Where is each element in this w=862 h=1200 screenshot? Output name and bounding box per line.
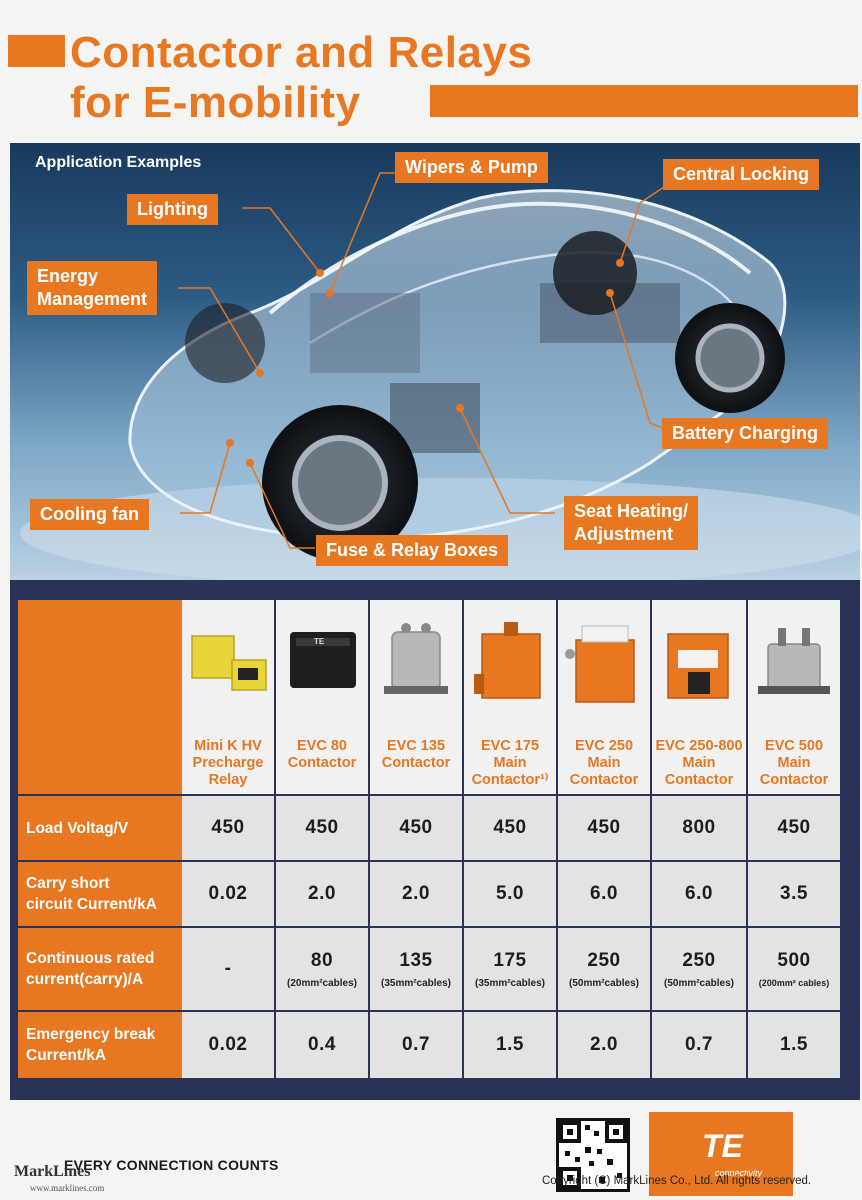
- te-logo-sub: connectivity: [715, 1168, 763, 1178]
- value-cell: 1.5: [748, 1012, 840, 1078]
- product-column: EVC 500 Main Contactor: [748, 600, 840, 794]
- value-cell: 2.0: [370, 862, 462, 926]
- value-cell: 450: [558, 796, 650, 860]
- value-cell: 450: [748, 796, 840, 860]
- product-name: EVC 500 Main Contactor: [759, 738, 829, 788]
- row-label-continuous-current: Continuous rated current(carry)/A: [18, 928, 188, 1010]
- product-column: EVC 135 Contactor: [370, 600, 462, 794]
- table-corner: [18, 600, 188, 794]
- product-name: EVC 175 Main Contactor¹⁾: [471, 738, 549, 788]
- silver-contactor-icon: [384, 623, 448, 694]
- value-cell: 0.02: [182, 1012, 274, 1078]
- watermark-url: www.marklines.com: [30, 1183, 105, 1193]
- black-contactor-icon: TE: [290, 632, 356, 688]
- te-logo: TE: [702, 1128, 743, 1164]
- silver-contactor-icon: [758, 628, 830, 694]
- callout-lighting: Lighting: [127, 194, 218, 225]
- row-label-short-circuit: Carry short circuit Current/kA: [18, 862, 188, 926]
- callout-seat-heating: Seat Heating/ Adjustment: [564, 496, 699, 550]
- product-column: EVC 250-800 Main Contactor: [652, 600, 746, 794]
- value-cell: 450: [464, 796, 556, 860]
- callout-fuse-relay-boxes: Fuse & Relay Boxes: [316, 535, 509, 566]
- value-cell: 1.5: [464, 1012, 556, 1078]
- value-cell: 0.02: [182, 862, 274, 926]
- qr-code-icon[interactable]: [556, 1118, 630, 1192]
- value-cell: 80(20mm²cables): [276, 928, 368, 1010]
- car-illustration: [20, 172, 860, 580]
- value-cell: 0.7: [652, 1012, 746, 1078]
- value-cell: 250(50mm²cables): [558, 928, 650, 1010]
- page-title-line1: Contactor and Relays: [70, 28, 533, 77]
- product-name: EVC 80 Contactor: [287, 738, 357, 771]
- value-cell: 6.0: [652, 862, 746, 926]
- yellow-relay-icon: [191, 635, 267, 691]
- value-cell: 3.5: [748, 862, 840, 926]
- value-cell: 450: [182, 796, 274, 860]
- application-scene: Application Examples Wipers & Pump Centr…: [10, 143, 860, 580]
- value-cell: 175(35mm²cables): [464, 928, 556, 1010]
- row-label-emergency-break: Emergency break Current/kA: [18, 1012, 188, 1078]
- watermark-logo: MarkLines: [14, 1163, 91, 1180]
- callout-battery-charging: Battery Charging: [662, 418, 829, 449]
- product-column: EVC 250 Main Contactor: [558, 600, 650, 794]
- title-accent-bar: [430, 85, 858, 117]
- value-cell: 800: [652, 796, 746, 860]
- orange-contactor-icon: [565, 625, 635, 703]
- svg-text:TE: TE: [314, 637, 325, 646]
- callout-cooling-fan: Cooling fan: [30, 499, 149, 530]
- callout-wipers-pump: Wipers & Pump: [395, 152, 548, 183]
- value-cell: 450: [276, 796, 368, 860]
- product-name: EVC 250-800 Main Contactor: [655, 738, 743, 788]
- value-cell: 2.0: [558, 1012, 650, 1078]
- row-label-load-voltage: Load Voltag/V: [18, 796, 188, 860]
- product-column: TE EVC 80 Contactor: [276, 600, 368, 794]
- page-title-line2: for E-mobility: [70, 78, 361, 127]
- value-cell: 250(50mm²cables): [652, 928, 746, 1010]
- value-cell: 450: [370, 796, 462, 860]
- value-cell: -: [182, 928, 274, 1010]
- slogan: EVERY CONNECTION COUNTS: [64, 1157, 279, 1173]
- callout-central-locking: Central Locking: [663, 159, 820, 190]
- product-column: Mini K HV Precharge Relay: [182, 600, 274, 794]
- value-cell: 0.4: [276, 1012, 368, 1078]
- product-name: EVC 250 Main Contactor: [569, 738, 639, 788]
- value-cell: 135(35mm²cables): [370, 928, 462, 1010]
- spec-table: Mini K HV Precharge Relay TE EVC 80 Cont…: [10, 580, 860, 1100]
- product-column: EVC 175 Main Contactor¹⁾: [464, 600, 556, 794]
- product-name: Mini K HV Precharge Relay: [192, 738, 264, 788]
- value-cell: 500(200mm² cables): [748, 928, 840, 1010]
- value-cell: 0.7: [370, 1012, 462, 1078]
- brand-box: [649, 1112, 793, 1196]
- product-name: EVC 135 Contactor: [381, 738, 451, 771]
- orange-contactor-icon: [667, 633, 729, 699]
- value-cell: 5.0: [464, 862, 556, 926]
- scene-heading: Application Examples: [35, 154, 202, 171]
- value-cell: 6.0: [558, 862, 650, 926]
- callout-energy-management: Energy Management: [27, 261, 158, 315]
- title-accent-bar: [8, 35, 65, 67]
- copyright-notice: Copyright (C) MarkLines Co., Ltd. All ri…: [542, 1175, 812, 1187]
- orange-contactor-icon: [474, 622, 541, 699]
- value-cell: 2.0: [276, 862, 368, 926]
